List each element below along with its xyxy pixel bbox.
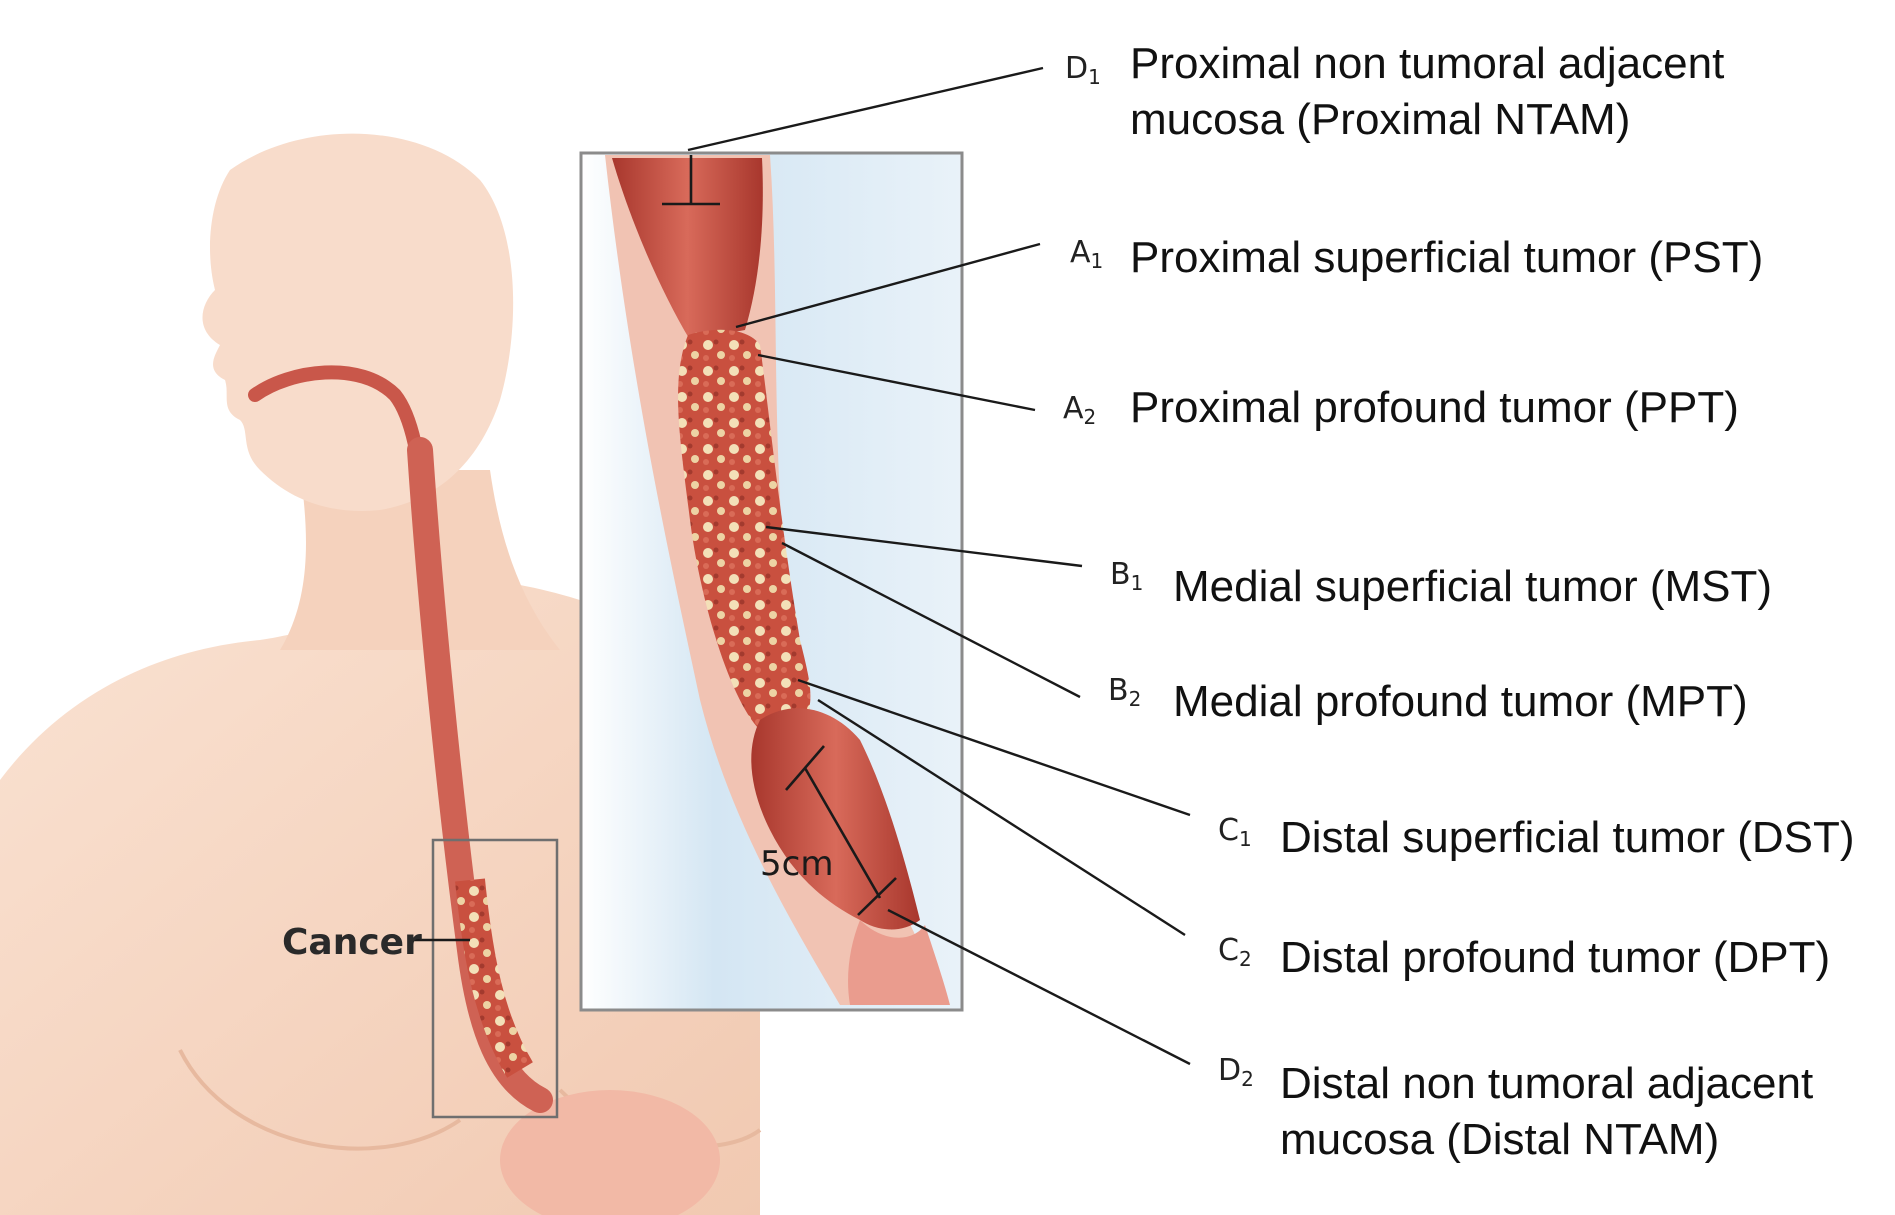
label-d2-line2: mucosa (Distal NTAM)	[1280, 1115, 1719, 1164]
label-b2: B2 Medial profound tumor (MPT)	[1108, 673, 1748, 726]
label-a2-code: A2	[1063, 391, 1096, 429]
label-a2: A2 Proximal profound tumor (PPT)	[1063, 383, 1739, 432]
label-b1: B1 Medial superficial tumor (MST)	[1110, 557, 1772, 611]
leader-d1	[688, 68, 1043, 150]
label-c2-code: C2	[1218, 933, 1252, 971]
label-c1-line1: Distal superficial tumor (DST)	[1280, 813, 1855, 862]
label-d2: D2 Distal non tumoral adjacent mucosa (D…	[1218, 1053, 1813, 1164]
label-d1-line2: mucosa (Proximal NTAM)	[1130, 95, 1630, 144]
label-c1-code: C1	[1218, 813, 1252, 851]
label-c2-line1: Distal profound tumor (DPT)	[1280, 933, 1830, 982]
label-b1-line1: Medial superficial tumor (MST)	[1173, 562, 1772, 611]
scale-label: 5cm	[760, 844, 833, 884]
label-c2: C2 Distal profound tumor (DPT)	[1218, 933, 1830, 982]
label-d1-code: D1	[1065, 51, 1101, 89]
label-d2-code: D2	[1218, 1053, 1254, 1091]
label-d1: D1 Proximal non tumoral adjacent mucosa …	[1065, 39, 1724, 144]
label-b1-code: B1	[1110, 557, 1143, 595]
label-a1-code: A1	[1070, 235, 1103, 273]
label-d1-line1: Proximal non tumoral adjacent	[1130, 39, 1724, 88]
label-a1-line1: Proximal superficial tumor (PST)	[1130, 233, 1763, 282]
label-d2-line1: Distal non tumoral adjacent	[1280, 1059, 1813, 1108]
head-shape	[203, 134, 514, 511]
label-b2-code: B2	[1108, 673, 1141, 711]
label-a1: A1 Proximal superficial tumor (PST)	[1070, 233, 1763, 282]
label-c1: C1 Distal superficial tumor (DST)	[1218, 813, 1855, 862]
cancer-label: Cancer	[282, 922, 422, 963]
label-b2-line1: Medial profound tumor (MPT)	[1173, 677, 1748, 726]
label-a2-line1: Proximal profound tumor (PPT)	[1130, 383, 1739, 432]
